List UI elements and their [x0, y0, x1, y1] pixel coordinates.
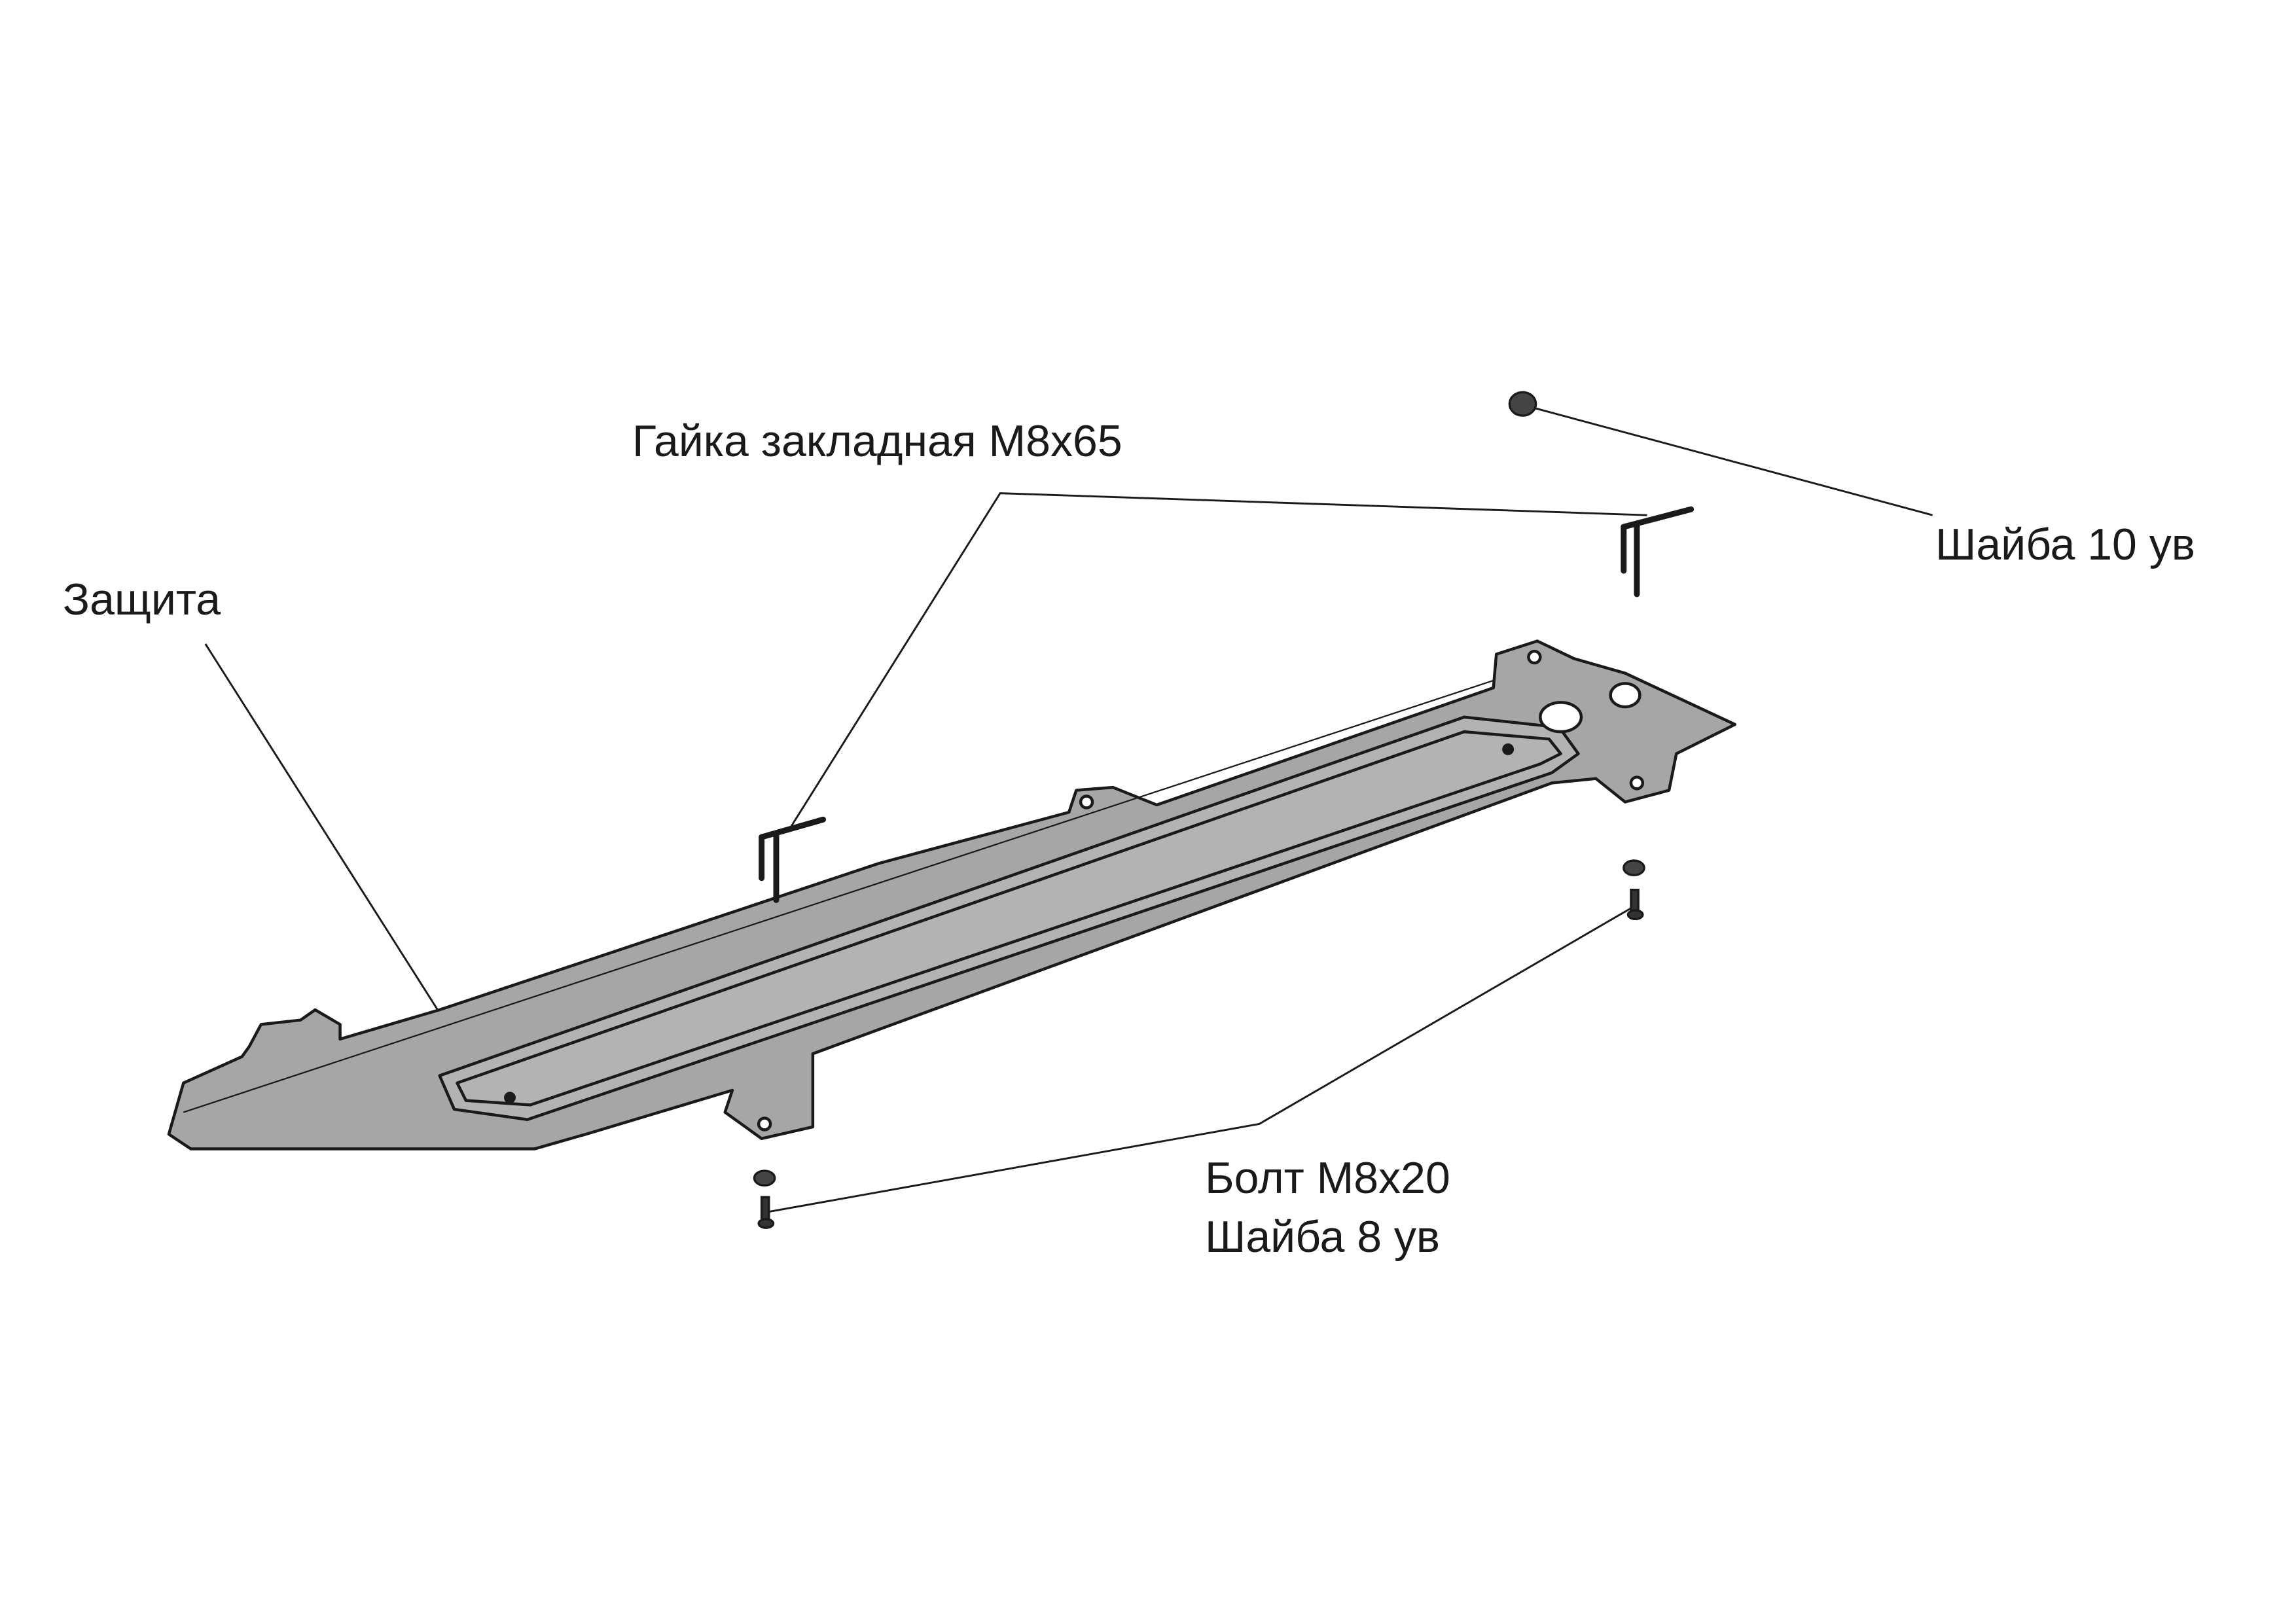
washers	[753, 391, 1645, 1187]
bolt-left	[760, 1196, 770, 1222]
leader-washer-10	[1530, 406, 1933, 516]
shield-part	[167, 639, 1736, 1150]
leader-embedded-nut	[790, 492, 1647, 828]
label-embedded-nut: Гайка закладная М8х65	[632, 416, 1122, 466]
washer-8-left	[753, 1169, 776, 1187]
washer-8-right	[1623, 859, 1645, 876]
leader-lines	[204, 406, 1933, 1213]
bolts	[757, 888, 1644, 1229]
leader-bolt	[768, 906, 1633, 1213]
label-shield: Защита	[63, 575, 221, 624]
embedded-nut-right	[1621, 506, 1695, 597]
embedded-nut-left	[759, 816, 827, 903]
label-washer-8: Шайба 8 ув	[1205, 1212, 1441, 1262]
label-bolt: Болт М8х20	[1205, 1153, 1450, 1203]
washer-10	[1508, 391, 1537, 417]
leader-shield	[204, 643, 448, 1026]
label-washer-10: Шайба 10 ув	[1935, 520, 2195, 569]
